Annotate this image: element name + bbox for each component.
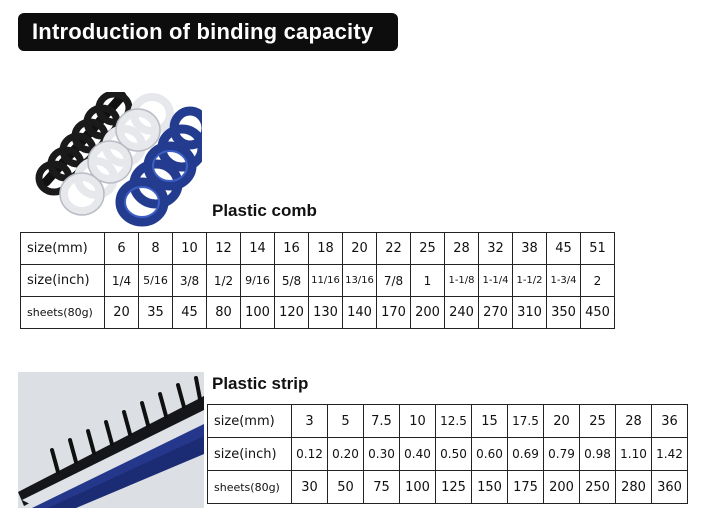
row-header: sheets(80g): [20, 296, 105, 329]
table-cell: 0.69: [507, 437, 544, 471]
table-cell: 450: [580, 296, 615, 329]
table-cell: 1.10: [615, 437, 652, 471]
table-cell: 270: [478, 296, 513, 329]
table-cell: 0.98: [579, 437, 616, 471]
table-cell: 38: [512, 232, 547, 265]
table-cell: 5/16: [138, 264, 173, 297]
table-cell: 75: [363, 470, 400, 504]
table-cell: 36: [651, 404, 688, 438]
table-cell: 170: [376, 296, 411, 329]
table-cell: 0.12: [291, 437, 328, 471]
table-cell: 10: [172, 232, 207, 265]
table-cell: 16: [274, 232, 309, 265]
table-cell: 25: [410, 232, 445, 265]
plastic-comb-title: Plastic comb: [212, 201, 317, 220]
table-cell: 14: [240, 232, 275, 265]
table-cell: 11/16: [308, 264, 343, 297]
table-cell: 200: [543, 470, 580, 504]
table-cell: 0.60: [471, 437, 508, 471]
table-cell: 7.5: [363, 404, 400, 438]
page-title-banner: Introduction of binding capacity: [18, 13, 398, 51]
table-cell: 360: [651, 470, 688, 504]
table-cell: 0.40: [399, 437, 436, 471]
table-cell: 120: [274, 296, 309, 329]
table-cell: 12: [206, 232, 241, 265]
table-cell: 51: [580, 232, 615, 265]
table-cell: 3/8: [172, 264, 207, 297]
table-cell: 200: [410, 296, 445, 329]
table-cell: 1: [410, 264, 445, 297]
table-cell: 30: [291, 470, 328, 504]
table-cell: 250: [579, 470, 616, 504]
plastic-strip-title: Plastic strip: [212, 374, 309, 393]
table-cell: 1/2: [206, 264, 241, 297]
row-header: size(mm): [20, 232, 105, 265]
table-cell: 280: [615, 470, 652, 504]
table-cell: 10: [399, 404, 436, 438]
table-cell: 13/16: [342, 264, 377, 297]
table-cell: 20: [342, 232, 377, 265]
table-cell: 2: [580, 264, 615, 297]
table-cell: 15: [471, 404, 508, 438]
table-cell: 17.5: [507, 404, 544, 438]
table-cell: 175: [507, 470, 544, 504]
table-cell: 350: [546, 296, 581, 329]
table-cell: 7/8: [376, 264, 411, 297]
table-cell: 140: [342, 296, 377, 329]
table-cell: 0.30: [363, 437, 400, 471]
table-cell: 45: [546, 232, 581, 265]
table-cell: 8: [138, 232, 173, 265]
table-cell: 100: [399, 470, 436, 504]
table-cell: 5/8: [274, 264, 309, 297]
table-cell: 5: [327, 404, 364, 438]
table-cell: 28: [615, 404, 652, 438]
plastic-comb-photo: [18, 92, 202, 228]
table-cell: 80: [206, 296, 241, 329]
table-cell: 130: [308, 296, 343, 329]
plastic-strip-photo: [18, 372, 204, 508]
row-header: sheets(80g): [207, 470, 292, 504]
row-header: size(mm): [207, 404, 292, 438]
table-cell: 240: [444, 296, 479, 329]
table-cell: 1-1/2: [512, 264, 547, 297]
table-cell: 1.42: [651, 437, 688, 471]
table-cell: 20: [104, 296, 139, 329]
row-header: size(inch): [20, 264, 105, 297]
table-cell: 1-3/4: [546, 264, 581, 297]
table-cell: 0.20: [327, 437, 364, 471]
table-cell: 18: [308, 232, 343, 265]
table-cell: 45: [172, 296, 207, 329]
table-cell: 100: [240, 296, 275, 329]
table-cell: 28: [444, 232, 479, 265]
table-cell: 25: [579, 404, 616, 438]
table-cell: 1-1/4: [478, 264, 513, 297]
page-title: Introduction of binding capacity: [32, 19, 374, 44]
table-cell: 35: [138, 296, 173, 329]
table-cell: 3: [291, 404, 328, 438]
table-cell: 32: [478, 232, 513, 265]
table-cell: 22: [376, 232, 411, 265]
table-cell: 9/16: [240, 264, 275, 297]
table-cell: 12.5: [435, 404, 472, 438]
row-header: size(inch): [207, 437, 292, 471]
table-cell: 310: [512, 296, 547, 329]
table-cell: 125: [435, 470, 472, 504]
table-cell: 6: [104, 232, 139, 265]
table-cell: 50: [327, 470, 364, 504]
table-cell: 1/4: [104, 264, 139, 297]
table-cell: 150: [471, 470, 508, 504]
table-cell: 0.79: [543, 437, 580, 471]
table-cell: 20: [543, 404, 580, 438]
table-cell: 0.50: [435, 437, 472, 471]
table-cell: 1-1/8: [444, 264, 479, 297]
